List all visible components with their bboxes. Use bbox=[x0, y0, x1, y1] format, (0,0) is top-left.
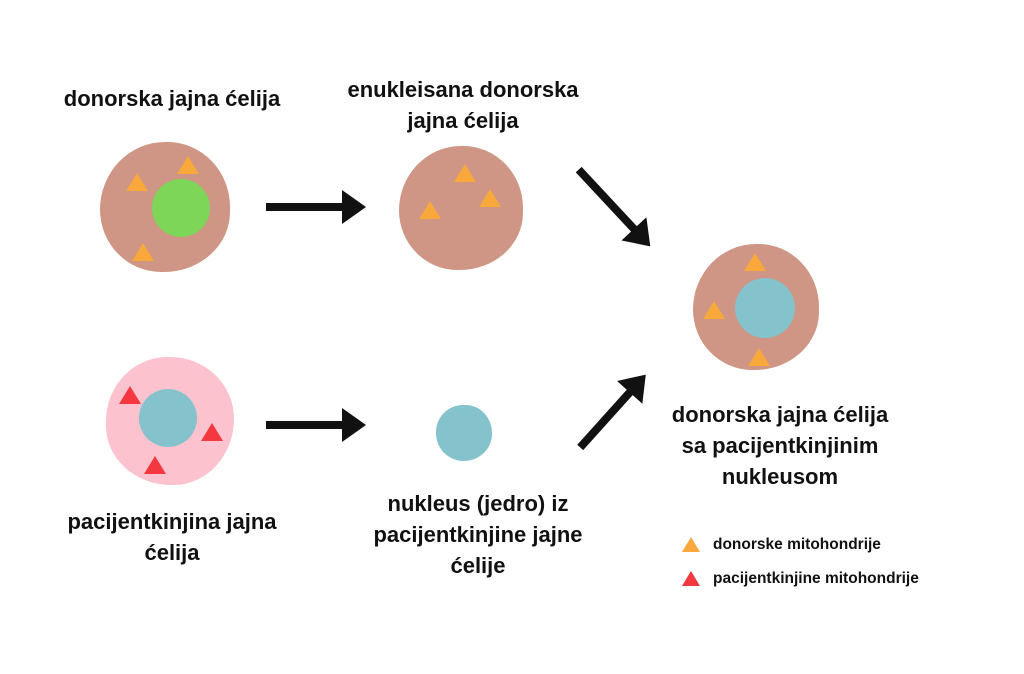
patient-mitochondrion-icon bbox=[201, 423, 223, 441]
legend-item-donor-mitochondria: donorske mitohondrije bbox=[682, 531, 919, 558]
donor-mitochondrion-icon bbox=[419, 201, 441, 219]
label-extracted-nucleus: nukleus (jedro) iz pacijentkinjine jajne… bbox=[373, 491, 583, 578]
legend-item-patient-mitochondria: pacijentkinjine mitohondrije bbox=[682, 565, 919, 592]
patient-mitochondrion-icon bbox=[119, 386, 141, 404]
donor-mitochondrion-icon bbox=[703, 301, 725, 319]
donor-mitochondrion-icon bbox=[682, 537, 700, 552]
legend-label: pacijentkinjine mitohondrije bbox=[713, 569, 919, 587]
label-result-cell: donorska jajna ćelija sa pacijentkinjini… bbox=[671, 402, 889, 489]
label-donor-cell: donorska jajna ćelija bbox=[63, 86, 281, 111]
extracted-nucleus bbox=[436, 405, 492, 461]
arrow-diagonal-down-icon bbox=[566, 158, 663, 258]
donor-nucleus bbox=[152, 179, 210, 237]
donor-mitochondrion-icon bbox=[744, 253, 766, 271]
donor-mitochondrion-icon bbox=[126, 173, 148, 191]
donor-mitochondrion-icon bbox=[479, 189, 501, 207]
patient-mitochondrion-icon bbox=[682, 571, 700, 586]
result-egg-cell bbox=[693, 244, 819, 370]
donor-egg-cell bbox=[100, 142, 230, 272]
legend: donorske mitohondrije pacijentkinjine mi… bbox=[682, 531, 919, 592]
donor-mitochondrion-icon bbox=[748, 348, 770, 366]
patient-egg-cell bbox=[106, 357, 234, 485]
legend-label: donorske mitohondrije bbox=[713, 535, 881, 553]
label-patient-cell: pacijentkinjina jajna ćelija bbox=[67, 509, 277, 565]
label-enucleated-cell: enukleisana donorska jajna ćelija bbox=[347, 77, 579, 133]
patient-nucleus bbox=[139, 389, 197, 447]
donor-mitochondrion-icon bbox=[177, 156, 199, 174]
patient-nucleus bbox=[735, 278, 795, 338]
donor-mitochondrion-icon bbox=[132, 243, 154, 261]
arrow-right-top-icon bbox=[266, 190, 366, 224]
arrow-right-bottom-icon bbox=[266, 408, 366, 442]
donor-mitochondrion-icon bbox=[454, 164, 476, 182]
patient-mitochondrion-icon bbox=[144, 456, 166, 474]
enucleated-donor-egg-cell bbox=[399, 146, 523, 270]
